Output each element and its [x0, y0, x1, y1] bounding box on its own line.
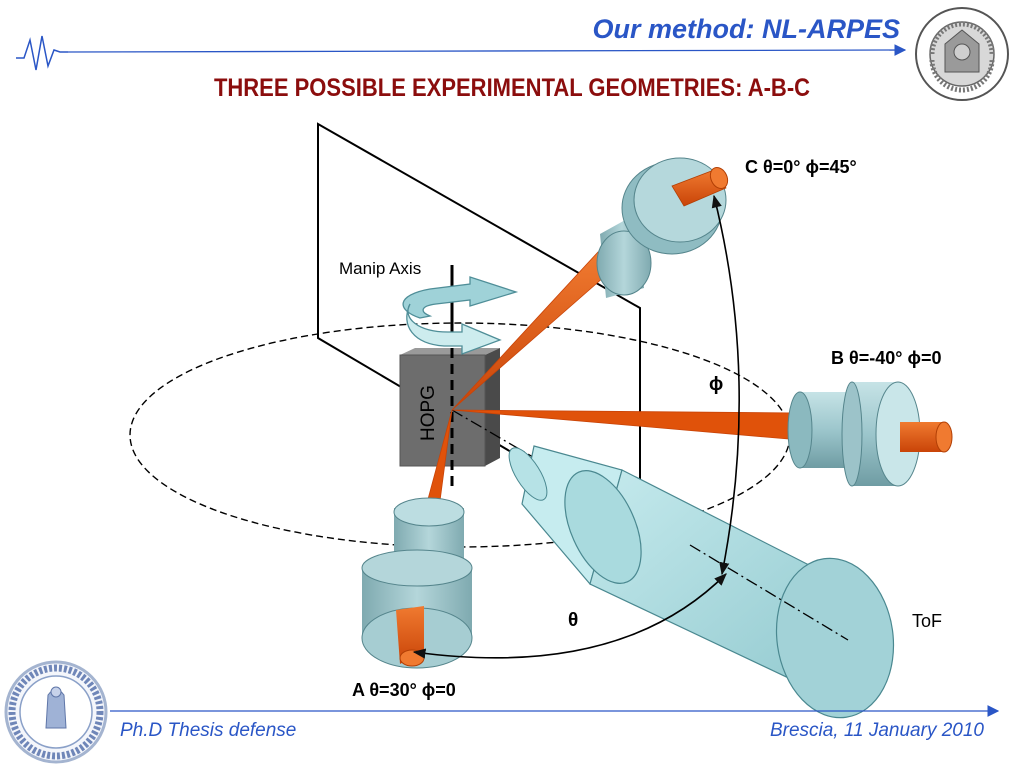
rotation-arrow-icon — [402, 276, 519, 355]
theta-label: θ — [568, 610, 578, 631]
phi-label: ϕ — [709, 374, 723, 395]
theta-arc-arrow — [412, 573, 727, 659]
hopg-sample — [399, 348, 500, 467]
header-title: Our method: NL-ARPES — [592, 14, 901, 44]
footer-left-text: Ph.D Thesis defense — [120, 720, 297, 741]
slide-title: THREE POSSIBLE EXPERIMENTAL GEOMETRIES: … — [213, 74, 811, 102]
geometry-b-label: B θ=-40° ϕ=0 — [831, 348, 941, 368]
geometry-a-label: A θ=30° ϕ=0 — [352, 680, 456, 700]
lamp-a — [361, 497, 473, 669]
institute-logo — [4, 660, 108, 764]
header-rule — [16, 35, 907, 71]
phi-arc-arrow — [711, 194, 740, 576]
lamp-c — [596, 157, 729, 298]
geometry-c-label: C θ=0° ϕ=45° — [745, 157, 857, 177]
tof-label: ToF — [912, 611, 942, 631]
footer-right-text: Brescia, 11 January 2010 — [769, 720, 984, 741]
university-seal-logo — [915, 7, 1009, 101]
manip-axis-label: Manip Axis — [339, 259, 421, 278]
hopg-label: HOPG — [418, 385, 439, 441]
beam-b — [451, 409, 801, 441]
tof-analyzer — [508, 445, 895, 719]
lamp-b — [787, 381, 953, 487]
